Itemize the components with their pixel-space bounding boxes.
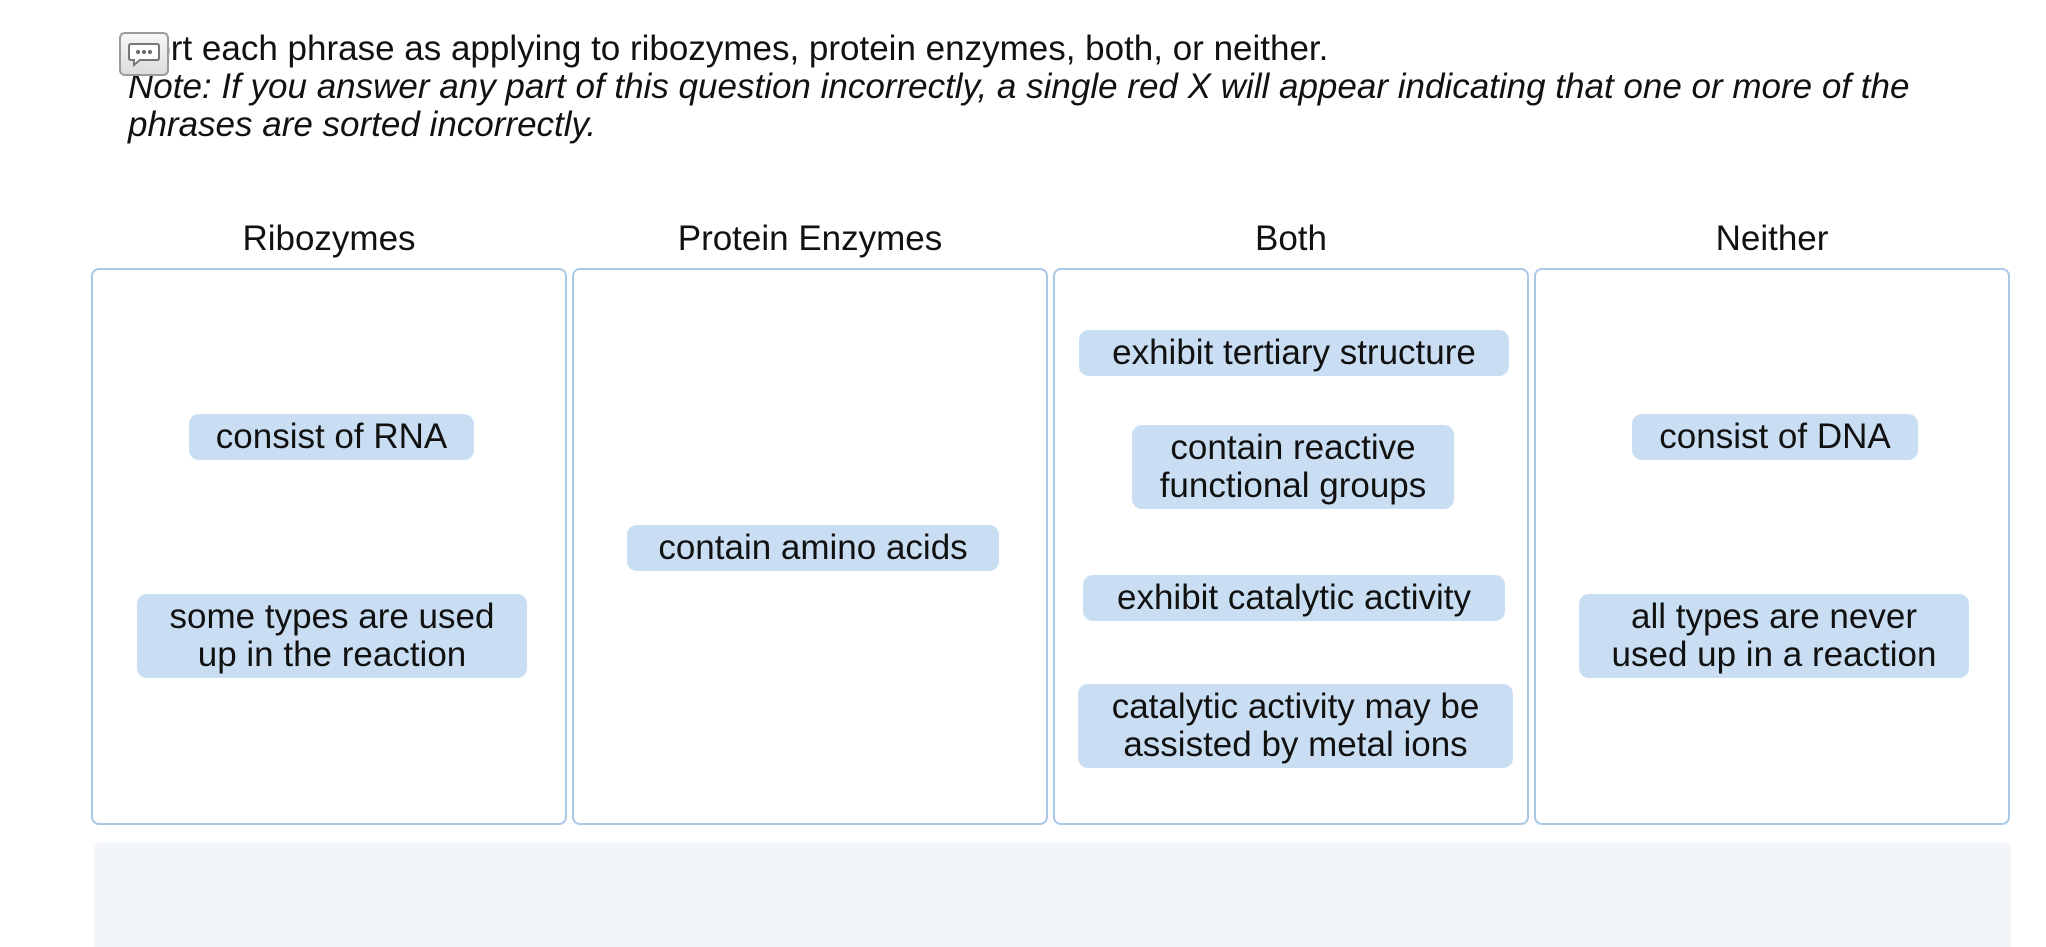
instruction-text: Sort each phrase as applying to ribozyme… [128, 29, 1329, 68]
draggable-phrase[interactable]: contain reactive functional groups [1132, 425, 1454, 509]
drop-zone-both[interactable]: exhibit tertiary structure contain react… [1053, 268, 1529, 825]
column-ribozymes: Ribozymes consist of RNA some types are … [91, 210, 567, 825]
column-protein-enzymes: Protein Enzymes contain amino acids [572, 210, 1048, 825]
draggable-phrase[interactable]: exhibit tertiary structure [1079, 330, 1509, 376]
draggable-phrase[interactable]: exhibit catalytic activity [1083, 575, 1505, 621]
draggable-phrase[interactable]: catalytic activity may be assisted by me… [1078, 684, 1513, 768]
column-both: Both exhibit tertiary structure contain … [1053, 210, 1529, 825]
draggable-phrase[interactable]: some types are used up in the reaction [137, 594, 527, 678]
draggable-phrase[interactable]: all types are never used up in a reactio… [1579, 594, 1969, 678]
column-neither: Neither consist of DNA all types are nev… [1534, 210, 2010, 825]
instructions: Sort each phrase as applying to ribozyme… [128, 30, 1948, 144]
drop-zone-protein-enzymes[interactable]: contain amino acids [572, 268, 1048, 825]
column-title-ribozymes: Ribozymes [242, 219, 416, 258]
column-title-neither: Neither [1715, 219, 1829, 258]
column-title-both: Both [1255, 219, 1327, 258]
draggable-phrase[interactable]: consist of RNA [189, 414, 474, 460]
drop-zone-neither[interactable]: consist of DNA all types are never used … [1534, 268, 2010, 825]
draggable-phrase[interactable]: contain amino acids [627, 525, 999, 571]
instruction-note: Note: If you answer any part of this que… [128, 67, 1910, 144]
sorting-columns: Ribozymes consist of RNA some types are … [91, 210, 2010, 825]
column-title-protein-enzymes: Protein Enzymes [677, 219, 943, 258]
answer-bank-tray[interactable] [94, 843, 2011, 947]
comment-icon[interactable] [119, 32, 169, 76]
drop-zone-ribozymes[interactable]: consist of RNA some types are used up in… [91, 268, 567, 825]
draggable-phrase[interactable]: consist of DNA [1632, 414, 1918, 460]
